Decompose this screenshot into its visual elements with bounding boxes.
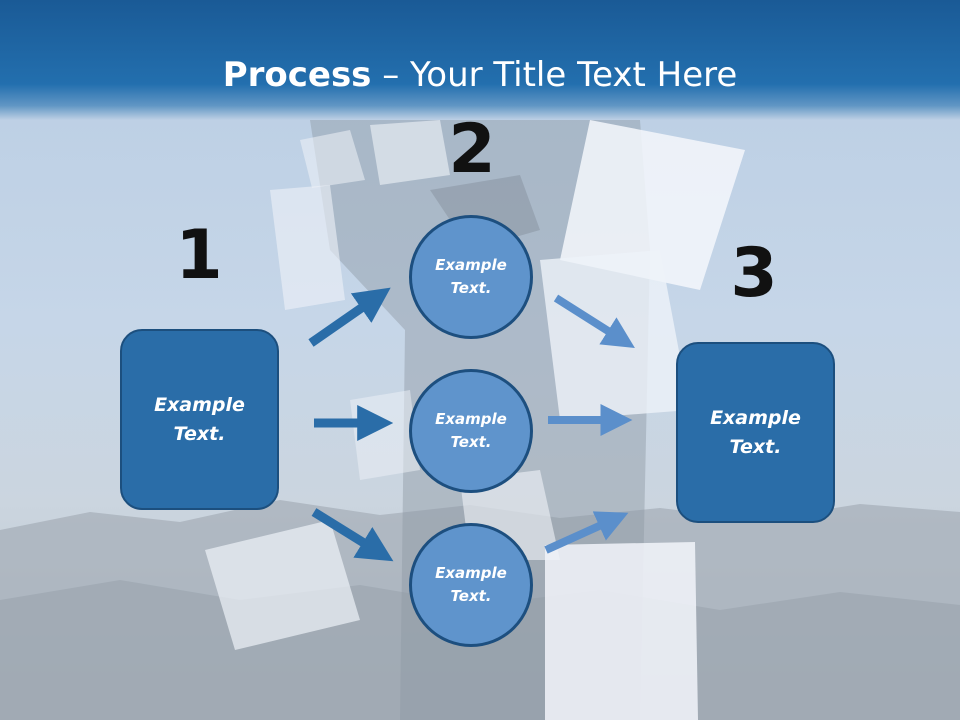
step-1-box: Example Text.: [120, 329, 279, 510]
step-number-3: 3: [730, 234, 778, 313]
step-2-circle-top-label: Example Text.: [435, 256, 507, 297]
step-2-circle-middle-label: Example Text.: [435, 410, 507, 451]
slide-title: Process – Your Title Text Here: [0, 52, 960, 98]
arrow-box1-to-circle-bottom: [311, 508, 394, 562]
step-3-box: Example Text.: [676, 342, 835, 523]
step-2-circle-bottom-label: Example Text.: [435, 564, 507, 605]
arrow-circle-top-to-box3: [553, 294, 635, 348]
step-number-1: 1: [175, 216, 223, 295]
step-1-label: Example Text.: [154, 393, 245, 445]
title-bold: Process: [222, 55, 372, 95]
title-rest: – Your Title Text Here: [371, 55, 738, 95]
step-3-label: Example Text.: [710, 406, 801, 458]
step-2-circle-top: Example Text.: [409, 215, 533, 339]
arrow-box1-to-circle-top: [308, 287, 391, 347]
arrow-circle-bottom-to-box3: [544, 511, 629, 554]
step-2-circle-bottom: Example Text.: [409, 523, 533, 647]
step-number-2: 2: [448, 110, 496, 189]
title-bar: [0, 0, 960, 120]
step-2-circle-middle: Example Text.: [409, 369, 533, 493]
